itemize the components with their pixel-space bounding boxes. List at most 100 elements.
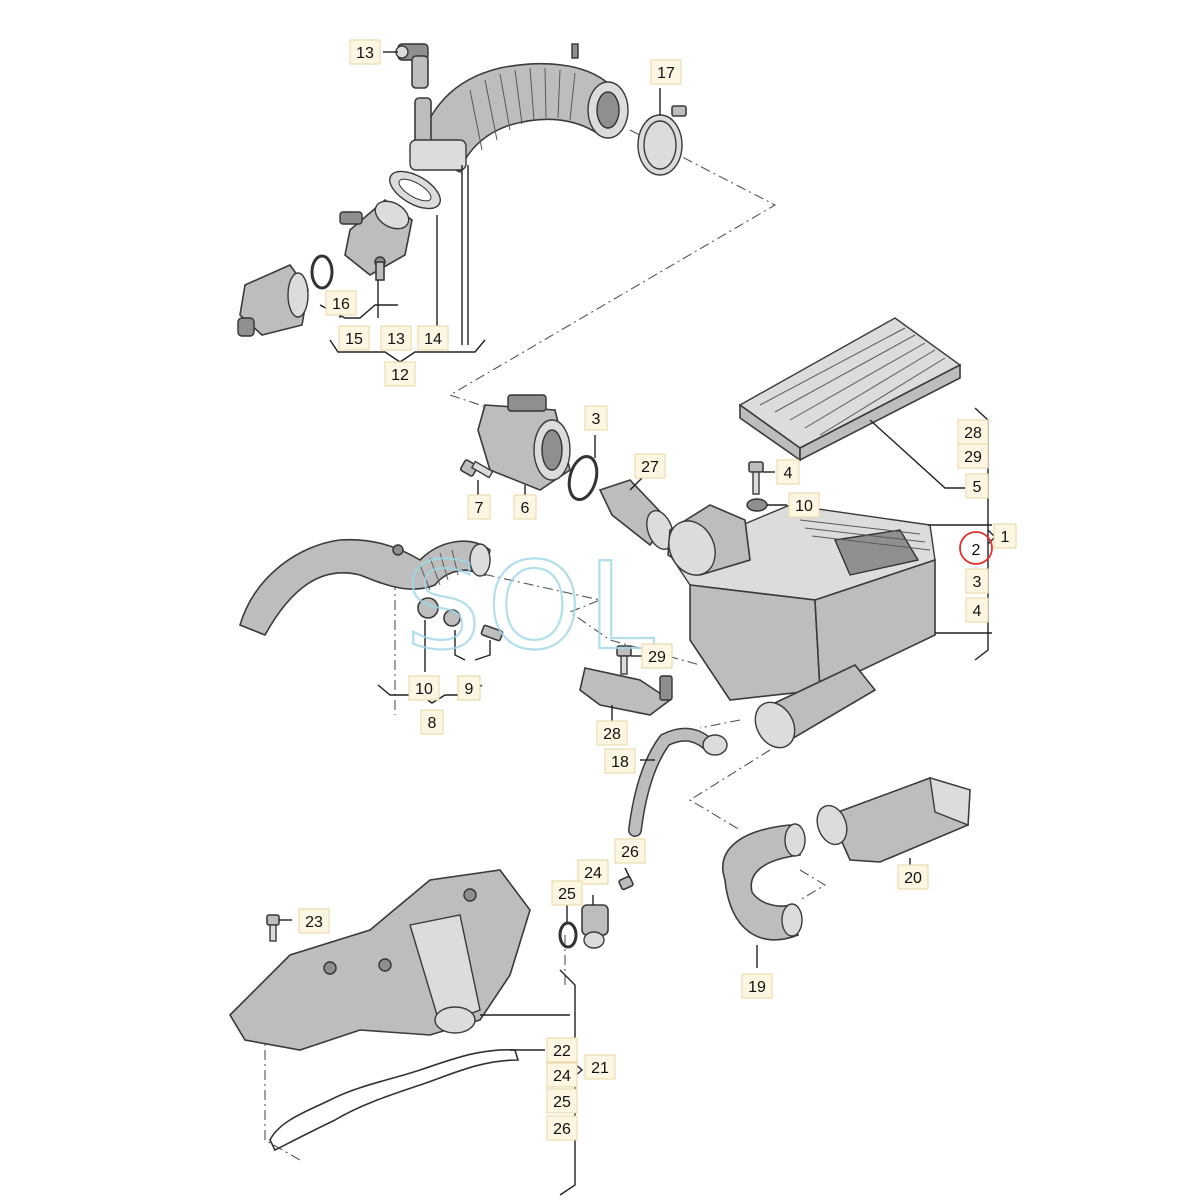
- callout-label: 19: [741, 973, 773, 999]
- callout-label: 6: [513, 494, 537, 520]
- callout-box: [993, 523, 1017, 549]
- callout-box: [408, 675, 440, 701]
- callout-box: [634, 453, 666, 479]
- callout-number: 13: [387, 331, 405, 348]
- callout-number: 14: [424, 331, 442, 348]
- callout-number: 1: [1001, 529, 1010, 546]
- air-filter-housing-part: [667, 317, 996, 749]
- callout-label: 25: [551, 880, 583, 906]
- callout-number: 6: [521, 500, 530, 517]
- sensor-13-part: [395, 43, 429, 89]
- callout-box: [641, 643, 673, 669]
- callout-label: 20: [897, 864, 929, 890]
- callout-box: [741, 973, 773, 999]
- o-ring-16-part: [310, 254, 334, 290]
- callout-number: 13: [356, 45, 374, 62]
- callout-label: 26: [614, 838, 646, 864]
- turbo-outlet-part: [237, 264, 309, 337]
- intake-hose-assembly: [237, 43, 687, 363]
- callout-box: [417, 325, 449, 351]
- callout-box: [965, 568, 989, 594]
- callout-number: 3: [592, 411, 601, 428]
- callout-number: 10: [415, 681, 433, 698]
- callout-number: 16: [332, 296, 350, 313]
- callout-number: 26: [553, 1121, 571, 1138]
- bracket-28-part: [579, 645, 673, 722]
- callout-number: 9: [465, 681, 474, 698]
- callout-label: 3: [965, 568, 989, 594]
- callout-label: 4: [965, 597, 989, 623]
- callout-label: 28: [957, 419, 989, 445]
- callout-box: [584, 1054, 616, 1080]
- callout-box: [965, 473, 989, 499]
- callout-box: [650, 59, 682, 85]
- callout-number: 23: [305, 914, 323, 931]
- callout-box: [546, 1115, 578, 1141]
- callout-label: 7: [467, 494, 491, 520]
- callout-label: 29: [641, 643, 673, 669]
- callout-number: 4: [784, 465, 793, 482]
- callout-number: 18: [611, 754, 629, 771]
- callout-label: 12: [384, 361, 416, 387]
- callout-box: [604, 748, 636, 774]
- callout-number: 22: [553, 1043, 571, 1060]
- callout-label: 27: [634, 453, 666, 479]
- callout-label: 21: [584, 1054, 616, 1080]
- callout-number: 29: [648, 649, 666, 666]
- hose-clamp-17-part: [637, 105, 687, 176]
- callout-label: 29: [957, 443, 989, 469]
- callout-label: 23: [298, 908, 330, 934]
- callout-box: [325, 290, 357, 316]
- callout-box: [897, 864, 929, 890]
- callout-box: [577, 859, 609, 885]
- callout-label: 25: [546, 1088, 578, 1114]
- callout-label: 18: [604, 748, 636, 774]
- callout-label: 24: [577, 859, 609, 885]
- callout-box: [584, 405, 608, 431]
- callout-label: 17: [650, 59, 682, 85]
- callout-box: [614, 838, 646, 864]
- o-ring-3-part: [567, 435, 599, 502]
- callout-label: 15: [338, 325, 370, 351]
- callout-label: 13: [380, 325, 412, 351]
- callout-number: 12: [391, 367, 409, 384]
- breather-hose-18-part: [628, 727, 728, 837]
- callout-label: 26: [546, 1115, 578, 1141]
- callout-box: [957, 443, 989, 469]
- callout-number: 25: [553, 1094, 571, 1111]
- callout-label: 10: [408, 675, 440, 701]
- intake-duct-8-part: [239, 538, 504, 704]
- callout-number: 24: [553, 1068, 571, 1085]
- callout-number: 19: [748, 979, 766, 996]
- bolt-7-part: [459, 459, 494, 495]
- callout-box: [384, 361, 416, 387]
- callout-label: 8: [420, 709, 444, 735]
- callout-box: [467, 494, 491, 520]
- callout-box: [546, 1037, 578, 1063]
- callout-number: 29: [964, 449, 982, 466]
- callout-box: [965, 597, 989, 623]
- callout-number: 25: [558, 886, 576, 903]
- callout-label: 4: [776, 459, 800, 485]
- callout-number: 8: [428, 715, 437, 732]
- callout-box: [513, 494, 537, 520]
- resonator-20-part: [816, 777, 971, 865]
- callout-label: 24: [546, 1062, 578, 1088]
- callout-box: [349, 39, 381, 65]
- callout-number: 28: [964, 425, 982, 442]
- callout-box: [298, 908, 330, 934]
- callout-number: 3: [973, 574, 982, 591]
- callout-number: 4: [973, 603, 982, 620]
- callout-number: 21: [591, 1060, 609, 1077]
- callout-label: 10: [788, 492, 820, 518]
- callout-label: 13: [349, 39, 381, 65]
- highlight-ring: [959, 531, 993, 565]
- callout-number: 5: [973, 479, 982, 496]
- callout-number: 26: [621, 844, 639, 861]
- callout-label: 16: [325, 290, 357, 316]
- callout-box: [596, 720, 628, 746]
- maf-sensor-part: [477, 394, 571, 498]
- callout-box: [551, 880, 583, 906]
